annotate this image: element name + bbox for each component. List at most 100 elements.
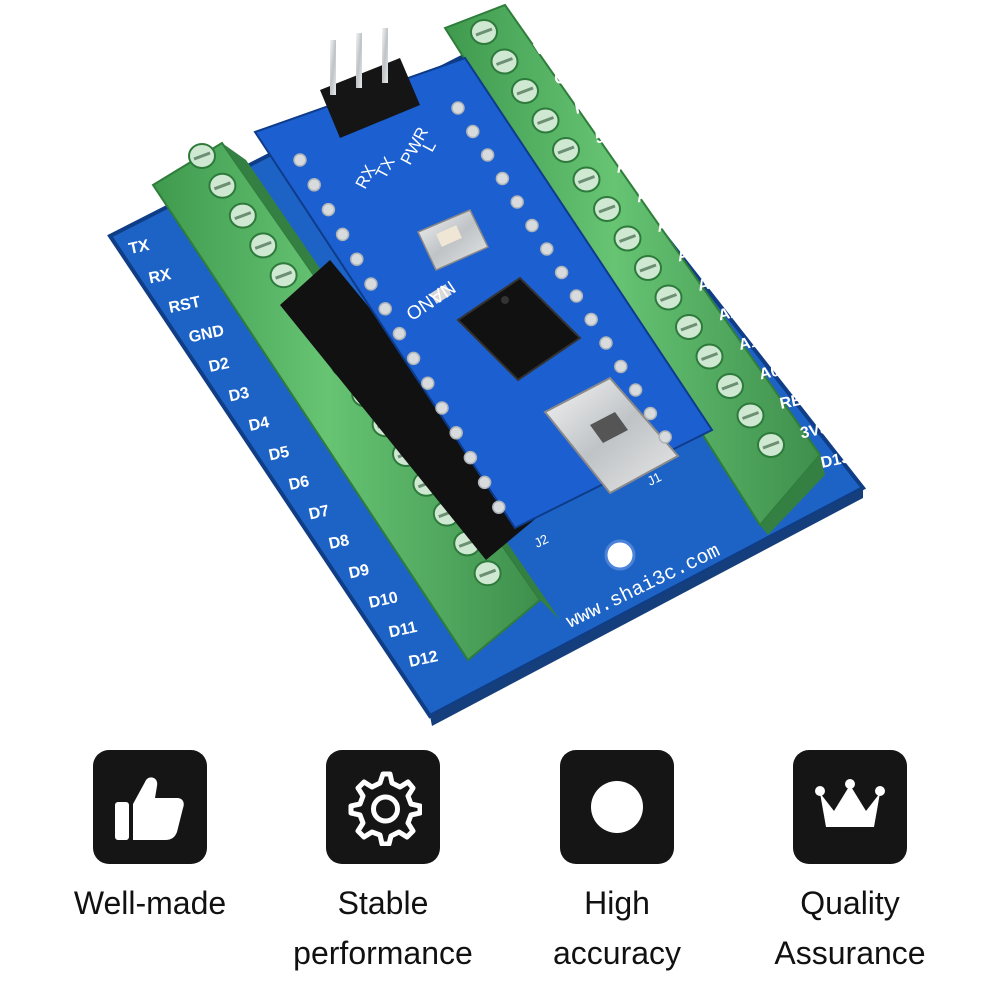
right-pin-label: VIN	[532, 37, 562, 59]
nano-pin-pad	[525, 218, 539, 233]
nano-pin-pad	[335, 227, 350, 242]
nano-pin-pad	[614, 359, 628, 374]
feature-well-made: Well-made	[30, 740, 270, 990]
right-terminal-screw-slot	[762, 440, 780, 450]
nano-pin-pad	[293, 153, 307, 167]
left-terminal-screw-slot	[254, 240, 272, 250]
crystal	[430, 284, 452, 304]
nano-module	[253, 28, 714, 560]
right-terminal-screw-slot	[557, 145, 575, 155]
left-terminal-screw-slot	[479, 568, 497, 578]
right-pin-label: A4	[676, 245, 700, 266]
right-terminal-screw-slot	[680, 322, 698, 332]
right-terminal-screw-slot	[516, 86, 534, 96]
right-terminal-screw-slot	[721, 381, 739, 391]
nano-pin-pad	[421, 376, 435, 390]
feature-quality-assurance: Quality Assurance	[730, 740, 970, 990]
reset-button	[416, 209, 490, 271]
right-pin-label: A3	[696, 274, 720, 295]
icsp-header	[320, 28, 420, 138]
nano-pin-pad	[492, 500, 506, 514]
nano-pin-pad	[628, 383, 643, 397]
left-pin-label: D2	[207, 355, 231, 376]
right-pin-label: A7	[614, 156, 638, 177]
right-pin-label: A0	[758, 363, 782, 384]
nano-pin-pad	[392, 326, 407, 341]
left-pin-label: D12	[407, 648, 439, 671]
left-pin-label: D4	[247, 414, 271, 435]
circle-icon	[560, 750, 674, 864]
right-terminal-screw-slot	[536, 116, 555, 125]
left-pin-label: RX	[147, 266, 173, 287]
nano-pin-pad	[451, 101, 465, 115]
right-terminal-screw-slot	[618, 234, 637, 243]
right-pin-label: RST	[573, 95, 608, 118]
nano-pin-pad	[540, 242, 554, 256]
nano-pin-pad	[364, 277, 378, 291]
usb-port	[543, 376, 680, 495]
left-pin-label: D5	[267, 444, 291, 465]
nano-pin-pad	[643, 406, 658, 421]
right-pin-label: 3V3	[799, 420, 830, 443]
left-pin-label: D9	[347, 562, 371, 583]
left-terminal-screw-slot	[213, 181, 231, 191]
crown-icon	[793, 750, 907, 864]
feature-label-quality-assurance: Quality Assurance	[774, 885, 926, 971]
right-pin-label: A5	[655, 215, 679, 236]
left-pin-label: D10	[367, 589, 399, 612]
right-terminal-block	[443, 3, 825, 535]
right-terminal-screw-slot	[639, 263, 657, 273]
left-pin-label: D8	[327, 532, 351, 553]
nano-pin-pad	[584, 312, 598, 327]
right-terminal-screw-slot	[700, 352, 719, 361]
right-pin-label: A2	[717, 304, 741, 325]
right-terminal-screw-slot	[659, 293, 678, 302]
feature-label-well-made: Well-made	[73, 885, 227, 921]
right-pin-label: GND	[553, 64, 591, 88]
left-pin-label: D7	[307, 503, 331, 524]
nano-pin-pad	[510, 195, 524, 209]
right-terminal-screw-slot	[741, 411, 760, 420]
nano-pin-pad	[406, 351, 421, 366]
feature-high-accuracy: High accuracy	[497, 740, 737, 990]
nano-pin-pad	[435, 401, 449, 415]
right-terminal-screw-slot	[475, 27, 493, 37]
left-pin-label: TX	[127, 237, 151, 258]
nano-pin-pad	[378, 302, 392, 316]
nano-pin-pad	[449, 426, 463, 440]
right-terminal-screw-slot	[598, 204, 616, 214]
microcontroller-chip	[456, 276, 582, 382]
right-terminal-screw-slot	[495, 57, 514, 66]
left-terminal-screw-slot	[275, 270, 293, 280]
features-row: Well-made Stable performance High accura…	[0, 740, 990, 990]
left-terminal-screw-slot	[193, 151, 211, 161]
nano-pin-pad	[554, 265, 569, 280]
connector-label-j1: J1	[645, 469, 664, 489]
nano-pin-pad	[658, 430, 672, 444]
thumbs-up-icon	[93, 750, 207, 864]
feature-stable-performance: Stable performance	[263, 740, 503, 990]
left-pin-label: D3	[227, 385, 251, 406]
left-pin-label: D6	[287, 473, 311, 494]
nano-pin-pad	[495, 171, 510, 186]
nano-pin-pad	[569, 289, 584, 303]
right-pin-label: D13	[819, 449, 851, 472]
nano-pin-pad	[350, 252, 364, 266]
left-terminal-screw-slot	[234, 211, 252, 221]
right-pin-label: A6	[635, 186, 659, 207]
nano-pin-pad	[480, 148, 495, 162]
left-pin-label: RST	[167, 294, 202, 317]
nano-pin-pad	[466, 124, 480, 139]
connector-label-j2: J2	[532, 531, 551, 551]
nano-pin-pad	[321, 202, 336, 217]
nano-pin-pad	[599, 336, 613, 350]
nano-pin-pad	[463, 450, 478, 465]
nano-pin-pad	[307, 178, 321, 192]
right-terminal-screw-slot	[577, 175, 596, 184]
mounting-hole	[604, 539, 636, 571]
right-pin-label: REF	[778, 390, 813, 413]
nano-pin-pad	[477, 475, 492, 490]
gear-icon	[326, 750, 440, 864]
right-pin-label: A1	[737, 333, 761, 354]
feature-label-stable-performance: Stable performance	[293, 885, 473, 971]
